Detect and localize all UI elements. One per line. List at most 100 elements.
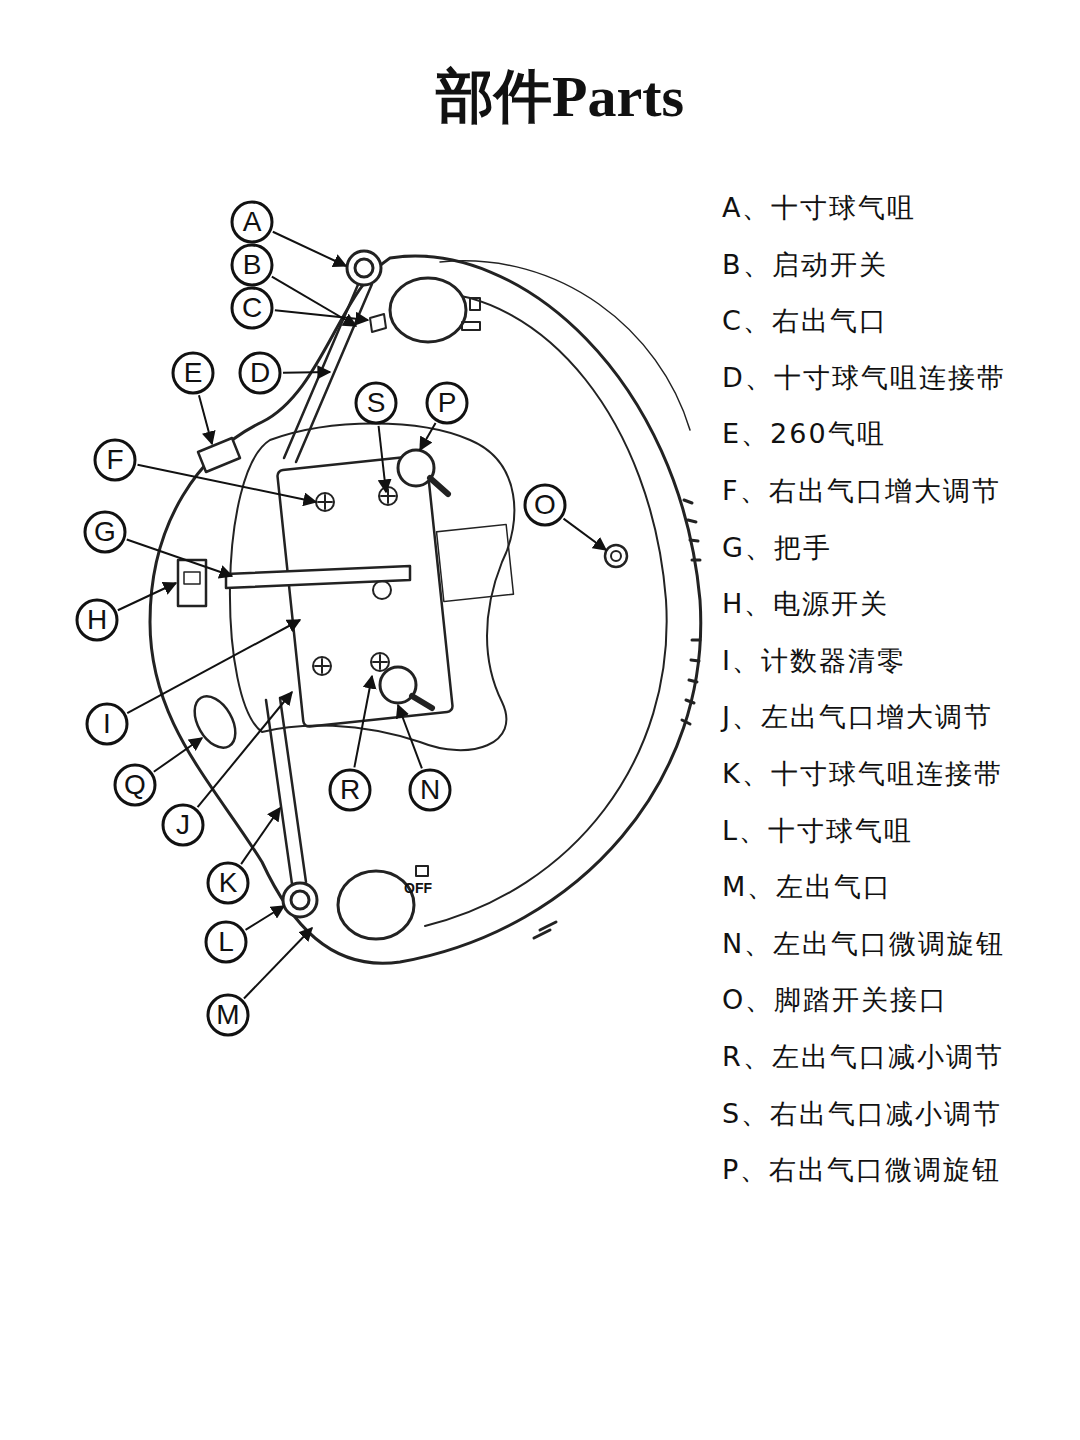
device-outline xyxy=(682,720,690,724)
callout-letter: E xyxy=(171,357,215,389)
device-outline xyxy=(371,653,389,671)
callout-letter: G xyxy=(83,516,127,548)
part-list-item: N、左出气口微调旋钮 xyxy=(722,926,1005,962)
callout-letter: P xyxy=(425,387,469,419)
page-title: 部件Parts xyxy=(300,58,820,136)
leader-line xyxy=(398,705,422,768)
callout-circle: G xyxy=(83,510,127,554)
callout-letter: L xyxy=(204,926,248,958)
part-list-item: S、右出气口减小调节 xyxy=(722,1096,1002,1132)
leader-line xyxy=(273,232,346,266)
callout-circle: C xyxy=(230,286,274,330)
part-list-item: C、右出气口 xyxy=(722,303,888,339)
part-list-item: K、十寸球气咀连接带 xyxy=(722,756,1003,792)
device-outline xyxy=(412,696,432,708)
callout-circle: P xyxy=(425,381,469,425)
device-outline xyxy=(150,256,701,963)
callout-letter: S xyxy=(354,387,398,419)
part-list-item: F、右出气口增大调节 xyxy=(722,473,1001,509)
part-list-item: D、十寸球气咀连接带 xyxy=(722,360,1006,396)
device-outline xyxy=(347,251,381,285)
device-outline xyxy=(266,698,306,884)
device-outline xyxy=(540,922,556,930)
callout-circle: E xyxy=(171,351,215,395)
callout-letter: N xyxy=(408,774,452,806)
part-list-item: M、左出气口 xyxy=(722,869,892,905)
callout-letter: D xyxy=(238,357,282,389)
device-outline xyxy=(462,298,480,330)
part-list-item: I、计数器清零 xyxy=(722,643,906,679)
callout-letter: I xyxy=(85,708,129,740)
callout-letter: O xyxy=(523,489,567,521)
device-outline xyxy=(184,572,200,584)
device-outline xyxy=(291,891,309,909)
device-outline xyxy=(315,659,329,673)
device-outline xyxy=(226,566,410,588)
callout-circle: H xyxy=(75,598,119,642)
callout-circle: D xyxy=(238,351,282,395)
leader-line xyxy=(246,906,284,930)
device-outline xyxy=(373,581,391,599)
device-outline xyxy=(338,871,414,939)
device-outline xyxy=(277,455,453,727)
device-outline xyxy=(379,487,397,505)
part-list-item: G、把手 xyxy=(722,530,832,566)
leader-line xyxy=(272,277,356,326)
part-list-item: A、十寸球气咀 xyxy=(722,190,916,226)
device-outline xyxy=(690,540,698,541)
device-outline xyxy=(686,700,694,703)
part-list-item: H、电源开关 xyxy=(722,586,889,622)
callout-circle: S xyxy=(354,381,398,425)
device-outline xyxy=(284,280,372,462)
leader-line xyxy=(379,426,386,492)
leader-line xyxy=(275,310,368,320)
leader-line xyxy=(154,738,202,772)
callout-circle: M xyxy=(206,993,250,1037)
leader-line xyxy=(564,519,606,550)
callout-letter: M xyxy=(206,999,250,1031)
callout-letter: K xyxy=(206,867,250,899)
device-outline xyxy=(689,680,697,682)
device-outline xyxy=(370,314,386,332)
part-list-item: E、260气咀 xyxy=(722,416,886,452)
callout-letter: J xyxy=(161,809,205,841)
leader-line xyxy=(241,808,280,864)
callout-circle: N xyxy=(408,768,452,812)
device-outline xyxy=(611,551,621,561)
leader-line xyxy=(283,371,330,374)
device-outline xyxy=(381,489,395,503)
device-outline xyxy=(283,883,317,917)
device-outline xyxy=(605,545,627,567)
device-outline xyxy=(692,559,700,562)
part-list-item: B、启动开关 xyxy=(722,247,888,283)
leader-line xyxy=(138,465,316,502)
leader-line xyxy=(420,423,436,450)
part-list-item: J、左出气口增大调节 xyxy=(722,699,993,735)
callout-circle: I xyxy=(85,702,129,746)
device-outline xyxy=(534,930,550,938)
callout-circle: F xyxy=(93,438,137,482)
device-outline xyxy=(178,560,206,606)
device-outline xyxy=(437,525,514,602)
device-outline xyxy=(688,520,696,522)
callout-letter: Q xyxy=(113,769,157,801)
device-outline xyxy=(316,493,334,511)
device-outline xyxy=(318,495,332,509)
callout-circle: B xyxy=(230,243,274,287)
callout-circle: Q xyxy=(113,763,157,807)
panel-marking: OFF xyxy=(404,880,432,896)
part-list-item: P、右出气口微调旋钮 xyxy=(722,1152,1001,1188)
part-list-item: O、脚踏开关接口 xyxy=(722,982,948,1018)
device-outline xyxy=(684,500,692,503)
callout-circle: L xyxy=(204,920,248,964)
callout-letter: A xyxy=(230,206,274,238)
callout-letter: H xyxy=(75,604,119,636)
callout-circle: R xyxy=(328,768,372,812)
callout-circle: J xyxy=(161,803,205,847)
device-outline xyxy=(692,639,700,642)
device-outline xyxy=(691,660,699,661)
leader-line xyxy=(127,620,300,713)
device-outline xyxy=(373,655,387,669)
callout-letter: F xyxy=(93,444,137,476)
